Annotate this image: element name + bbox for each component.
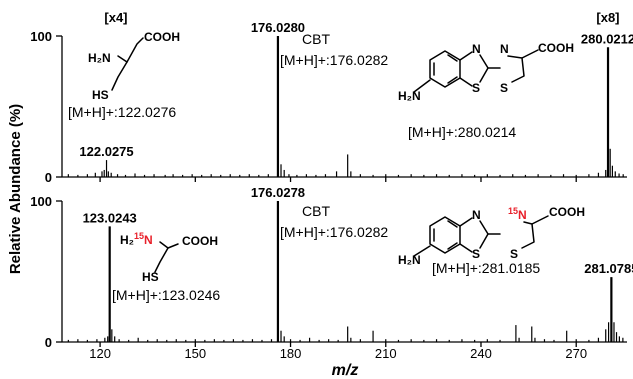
top-ytick-100: 100 <box>30 29 52 44</box>
peak-label-top-1: 176.0280 <box>251 20 305 35</box>
product-top-n2: N <box>500 42 509 56</box>
cys-top-amine: H₂N <box>88 51 111 65</box>
cys-top-acid: COOH <box>144 30 180 44</box>
bottom-product-mz: [M+H]+:281.0185 <box>432 260 540 276</box>
bottom-cbt-mz: [M+H]+:176.0282 <box>280 224 388 240</box>
top-cbt-name: CBT <box>302 31 330 47</box>
product-bottom-n2: 15N <box>508 206 527 222</box>
y-axis-label: Relative Abundance (%) <box>7 104 24 274</box>
product-bottom-n1: N <box>472 208 481 222</box>
peak-label-bottom-2: 281.0785 <box>584 261 633 276</box>
peak-label-bottom-0: 123.0243 <box>83 210 137 225</box>
cys-bottom-thiol: HS <box>142 270 159 284</box>
x-axis-label: m/z <box>332 362 359 379</box>
bottom-peaks <box>67 201 624 342</box>
product-top-s1: S <box>472 81 480 95</box>
cysteine-structure-top: H₂N COOH HS <box>88 30 180 102</box>
cys-bottom-isotope: 15 <box>134 231 144 241</box>
cys-bottom-amine: H₂15N <box>120 231 153 247</box>
top-cbt-mz: [M+H]+:176.0282 <box>280 52 388 68</box>
product-top-acid: COOH <box>538 41 574 55</box>
zoom-label-x4: [x4] <box>104 10 127 25</box>
zoom-label-x8: [x8] <box>596 10 619 25</box>
product-top-amine: H₂N <box>398 89 421 103</box>
top-peaks <box>67 36 624 177</box>
top-product-mz: [M+H]+:280.0214 <box>408 124 516 140</box>
product-top-n1: N <box>472 42 481 56</box>
bottom-ytick-0: 0 <box>45 335 52 350</box>
bottom-panel-axes <box>56 200 627 343</box>
product-top-s2: S <box>500 81 508 95</box>
product-bottom-n2-atom: N <box>518 208 527 222</box>
xtick-label-150: 150 <box>184 346 206 361</box>
cys-bottom-amine-prefix: H₂ <box>120 233 134 247</box>
product-structure-top: H₂N N S N S COOH <box>398 41 574 103</box>
cys-top-thiol: HS <box>92 88 109 102</box>
top-panel-axes <box>56 35 627 178</box>
bottom-cys-mz: [M+H]+:123.0246 <box>112 287 220 303</box>
cys-bottom-acid: COOH <box>182 234 218 248</box>
xtick-label-270: 270 <box>565 346 587 361</box>
peak-label-bottom-1: 176.0278 <box>251 185 305 200</box>
x-axis-ticks: 120 150 180 210 240 270 <box>89 177 587 361</box>
peak-labels: 122.0275 176.0280 280.0212 123.0243 176.0278… <box>79 20 633 276</box>
bottom-cbt-name: CBT <box>302 203 330 219</box>
xtick-label-120: 120 <box>89 346 111 361</box>
xtick-label-240: 240 <box>470 346 492 361</box>
product-bottom-isotope: 15 <box>508 206 518 216</box>
xtick-label-180: 180 <box>280 346 302 361</box>
peak-label-top-2: 280.0212 <box>581 31 633 46</box>
product-bottom-s1: S <box>472 247 480 261</box>
bottom-ytick-100: 100 <box>30 194 52 209</box>
peak-label-top-0: 122.0275 <box>79 144 133 159</box>
top-ytick-0: 0 <box>45 170 52 185</box>
xtick-label-210: 210 <box>375 346 397 361</box>
cysteine-structure-bottom: H₂15N COOH HS <box>120 231 218 284</box>
product-bottom-amine: H₂N <box>398 253 421 267</box>
cys-bottom-amine-atom: N <box>144 233 153 247</box>
top-cys-mz: [M+H]+:122.0276 <box>68 104 176 120</box>
product-bottom-acid: COOH <box>549 205 585 219</box>
product-structure-bottom: H₂N N S 15N S COOH <box>398 205 585 267</box>
product-bottom-s2: S <box>510 247 518 261</box>
